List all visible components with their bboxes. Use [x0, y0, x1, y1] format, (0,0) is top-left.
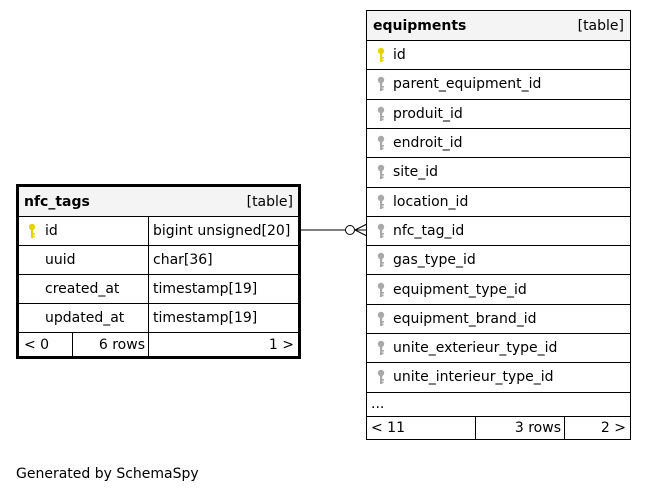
rows-count: 6 rows	[72, 333, 148, 357]
foreign-key-icon	[376, 252, 386, 268]
column-type: bigint unsigned[20]	[148, 217, 298, 245]
foreign-key-icon	[376, 194, 386, 210]
column-row: endroit_id	[367, 127, 630, 157]
column-name[interactable]: equipment_type_id	[393, 281, 527, 298]
foreign-key-icon	[376, 311, 386, 327]
column-row: produit_id	[367, 98, 630, 128]
column-type: timestamp[19]	[148, 275, 298, 303]
column-name[interactable]: site_id	[393, 164, 439, 181]
column-row: updated_at timestamp[19]	[19, 303, 298, 332]
column-row: uuid char[36]	[19, 245, 298, 274]
column-row: equipment_brand_id	[367, 303, 630, 333]
column-type: char[36]	[148, 246, 298, 274]
column-name[interactable]: produit_id	[393, 105, 463, 122]
parents-count: < 11	[371, 419, 405, 436]
column-type: timestamp[19]	[148, 304, 298, 332]
column-row: site_id	[367, 157, 630, 186]
column-row: created_at timestamp[19]	[19, 274, 298, 303]
foreign-key-icon	[376, 76, 386, 92]
column-row: id	[367, 40, 630, 69]
children-count: 1 >	[148, 333, 298, 357]
foreign-key-icon	[376, 135, 386, 151]
ellipsis: ...	[371, 396, 385, 413]
table-name[interactable]: equipments	[373, 17, 467, 34]
column-row: unite_exterieur_type_id	[367, 333, 630, 362]
table-type-label: [table]	[246, 193, 293, 210]
column-row: equipment_type_id	[367, 274, 630, 303]
column-name[interactable]: endroit_id	[393, 135, 463, 152]
foreign-key-icon	[376, 106, 386, 122]
foreign-key-icon	[376, 369, 386, 385]
primary-key-icon	[376, 47, 386, 63]
column-name[interactable]: location_id	[393, 193, 469, 210]
table-name[interactable]: nfc_tags	[24, 193, 90, 210]
column-name[interactable]: id	[45, 223, 58, 239]
rows-count: 3 rows	[475, 416, 564, 439]
column-name[interactable]: equipment_brand_id	[393, 310, 537, 327]
column-name[interactable]: id	[393, 47, 406, 64]
column-row: nfc_tag_id	[367, 215, 630, 245]
column-name[interactable]: uuid	[45, 252, 76, 268]
crows-foot-lower	[354, 229, 368, 237]
column-name[interactable]: unite_interieur_type_id	[393, 369, 554, 386]
table-header: nfc_tags [table]	[19, 187, 298, 216]
foreign-key-icon	[376, 223, 386, 239]
crows-foot-upper	[354, 223, 368, 231]
column-row: location_id	[367, 186, 630, 216]
column-row: id bigint unsigned[20]	[19, 216, 298, 245]
column-name[interactable]: updated_at	[45, 310, 125, 326]
children-count: 2 >	[564, 416, 630, 439]
column-name[interactable]: created_at	[45, 281, 120, 297]
parents-count: < 0	[24, 337, 50, 353]
table-header: equipments [table]	[367, 11, 630, 40]
primary-key-icon	[27, 223, 37, 239]
column-name[interactable]: parent_equipment_id	[393, 76, 542, 93]
column-name[interactable]: gas_type_id	[393, 252, 476, 269]
foreign-key-icon	[376, 340, 386, 356]
zero-marker-circle	[345, 225, 355, 235]
foreign-key-icon	[376, 282, 386, 298]
more-columns-row: ...	[367, 391, 630, 416]
column-name[interactable]: nfc_tag_id	[393, 222, 465, 239]
generated-by-label: Generated by SchemaSpy	[16, 466, 199, 482]
column-row: parent_equipment_id	[367, 69, 630, 98]
column-row: gas_type_id	[367, 245, 630, 274]
foreign-key-icon	[376, 164, 386, 180]
column-name[interactable]: unite_exterieur_type_id	[393, 340, 558, 357]
table-type-label: [table]	[577, 17, 624, 34]
column-row: unite_interieur_type_id	[367, 362, 630, 391]
